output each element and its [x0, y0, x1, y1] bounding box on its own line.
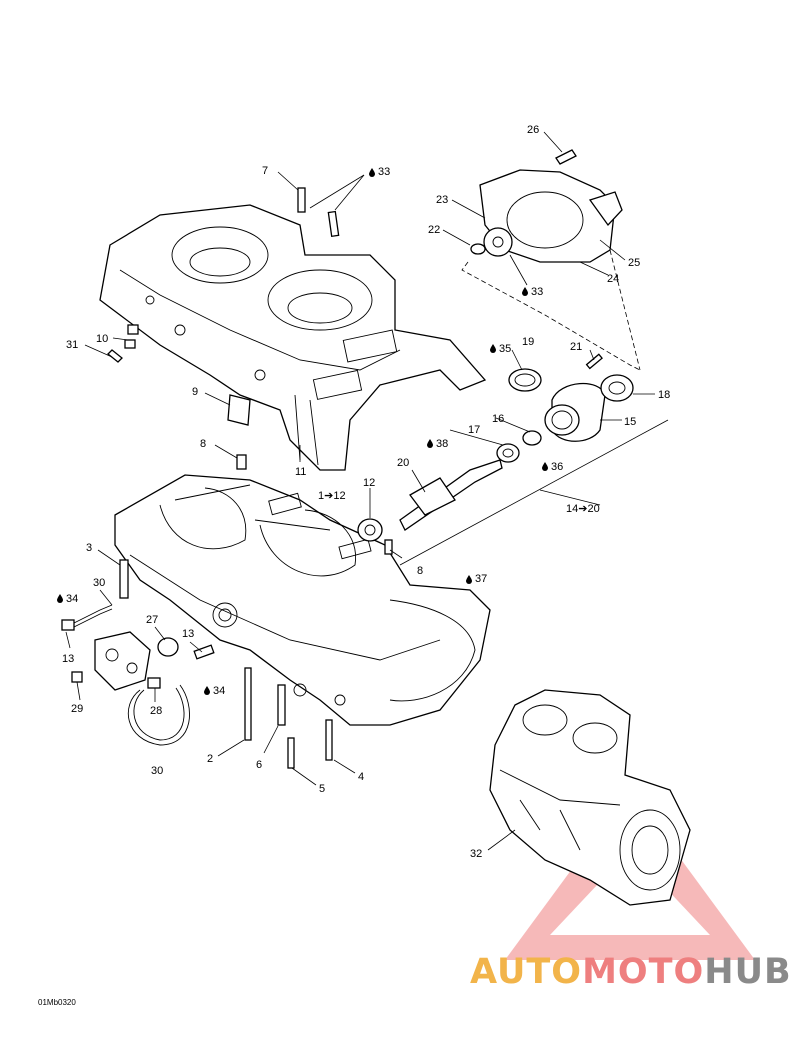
callout-23: 23 [436, 194, 448, 206]
callout-labels: 26 7 33 23 22 25 24 33 10 31 35 19 21 18… [38, 124, 670, 1007]
callout-28: 28 [150, 705, 162, 717]
callout-15: 15 [624, 416, 636, 428]
leader-lines [65, 131, 655, 851]
callout-27: 27 [146, 614, 158, 626]
callout-26: 26 [527, 124, 539, 136]
callout-33: 33 [378, 166, 390, 178]
callout-11: 11 [295, 466, 306, 478]
callout-4: 4 [358, 771, 364, 783]
callout-12: 12 [363, 477, 375, 489]
callout-34-fitting: 34 [213, 685, 225, 697]
watermark-part-moto: MOTO [582, 952, 705, 992]
watermark-part-auto: AUTO [470, 952, 583, 992]
fasteners [107, 187, 393, 769]
callout-8-lower: 8 [417, 565, 423, 577]
callout-21: 21 [570, 341, 582, 353]
callout-32: 32 [470, 848, 482, 860]
callout-25: 25 [628, 257, 640, 269]
upper-crankcase [99, 204, 487, 471]
callout-22: 22 [428, 224, 440, 236]
callout-7: 7 [262, 165, 268, 177]
watermark-logo-text: AUTOMOTOHUB [470, 952, 792, 992]
figure-code: 01Mb0320 [38, 998, 76, 1007]
callout-1-to-12: 1➔12 [318, 490, 346, 502]
lower-crankcase [114, 474, 491, 726]
callout-19: 19 [522, 336, 534, 348]
callout-29: 29 [71, 703, 83, 715]
callout-9: 9 [192, 386, 198, 398]
callout-10: 10 [96, 333, 108, 345]
callout-20: 20 [397, 457, 409, 469]
callout-13-right: 13 [182, 628, 194, 640]
callout-2: 2 [207, 753, 213, 765]
engine-assembly [489, 689, 691, 906]
callout-6: 6 [256, 759, 262, 771]
callout-35: 35 [499, 343, 511, 355]
callout-14-to-20: 14➔20 [566, 503, 600, 515]
callout-33-pump: 33 [531, 286, 543, 298]
callout-13-left: 13 [62, 653, 74, 665]
watermark-part-hub: HUB [704, 952, 792, 992]
callout-30-hose: 30 [93, 577, 105, 589]
callout-17: 17 [468, 424, 480, 436]
reference-lines [399, 249, 669, 566]
callout-31: 31 [66, 339, 78, 351]
callout-34: 34 [66, 593, 78, 605]
callout-37: 37 [475, 573, 487, 585]
callout-8-upper: 8 [200, 438, 206, 450]
oil-pump-assembly [61, 604, 215, 746]
callout-3: 3 [86, 542, 92, 554]
shaft-parts [357, 353, 634, 542]
callout-36: 36 [551, 461, 563, 473]
callout-24: 24 [607, 273, 619, 285]
callout-16: 16 [492, 413, 504, 425]
callout-38: 38 [436, 438, 448, 450]
callout-30-loop: 30 [151, 765, 163, 777]
water-pump-housing [470, 149, 623, 263]
callout-5: 5 [319, 783, 325, 795]
callout-18: 18 [658, 389, 670, 401]
